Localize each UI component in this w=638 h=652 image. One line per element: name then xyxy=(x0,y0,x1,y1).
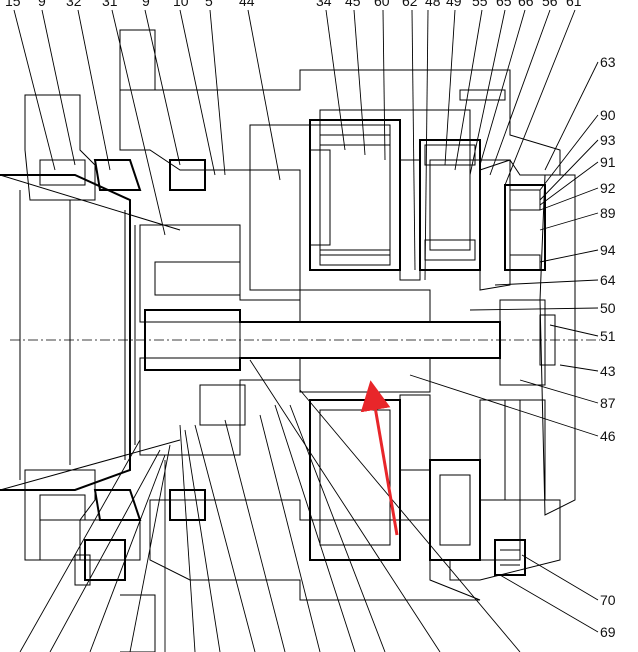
label-right: 92 xyxy=(600,180,616,196)
label-top: 48 xyxy=(425,0,441,9)
label-right: 70 xyxy=(600,592,616,608)
label-top: 10 xyxy=(173,0,189,9)
label-top: 32 xyxy=(66,0,82,9)
label-top: 44 xyxy=(239,0,255,9)
inner-carrier xyxy=(139,169,431,456)
label-top: 9 xyxy=(142,0,150,9)
label-top: 56 xyxy=(542,0,558,9)
label-top: 5 xyxy=(205,0,213,9)
highlight-arrow xyxy=(360,380,399,536)
second-stage xyxy=(399,139,521,561)
label-top: 65 xyxy=(496,0,512,9)
bottom-left-hardware xyxy=(74,539,156,652)
label-right: 43 xyxy=(600,363,616,379)
left-hub xyxy=(0,174,181,491)
label-right: 69 xyxy=(600,624,616,640)
labels-top: 15 9 32 31 9 10 5 44 34 45 60 62 48 49 5… xyxy=(5,0,582,9)
label-right: 64 xyxy=(600,272,616,288)
label-right: 51 xyxy=(600,328,616,344)
label-top: 62 xyxy=(402,0,418,9)
leaders-top xyxy=(13,9,576,281)
label-top: 34 xyxy=(316,0,332,9)
label-right: 87 xyxy=(600,395,616,411)
label-right: 89 xyxy=(600,205,616,221)
label-top: 31 xyxy=(102,0,118,9)
upper-planet-gear xyxy=(309,119,401,271)
labels-right: 63 90 93 91 92 89 94 64 50 51 43 87 46 7… xyxy=(600,54,616,640)
bolt xyxy=(459,89,526,576)
label-right: 63 xyxy=(600,54,616,70)
label-right: 90 xyxy=(600,107,616,123)
label-right: 46 xyxy=(600,428,616,444)
label-top: 55 xyxy=(472,0,488,9)
label-top: 15 xyxy=(5,0,21,9)
label-right: 91 xyxy=(600,154,616,170)
label-top: 60 xyxy=(374,0,390,9)
label-top: 61 xyxy=(566,0,582,9)
leaders-bottom xyxy=(19,359,521,652)
leaders-right xyxy=(409,61,599,633)
label-top: 45 xyxy=(345,0,361,9)
shaft xyxy=(10,299,600,386)
label-top: 9 xyxy=(38,0,46,9)
right-end-bearing xyxy=(504,184,556,501)
label-right: 94 xyxy=(600,242,616,258)
label-top: 66 xyxy=(518,0,534,9)
label-right: 50 xyxy=(600,300,616,316)
label-right: 93 xyxy=(600,132,616,148)
spring-packs xyxy=(154,261,246,426)
label-top: 49 xyxy=(446,0,462,9)
